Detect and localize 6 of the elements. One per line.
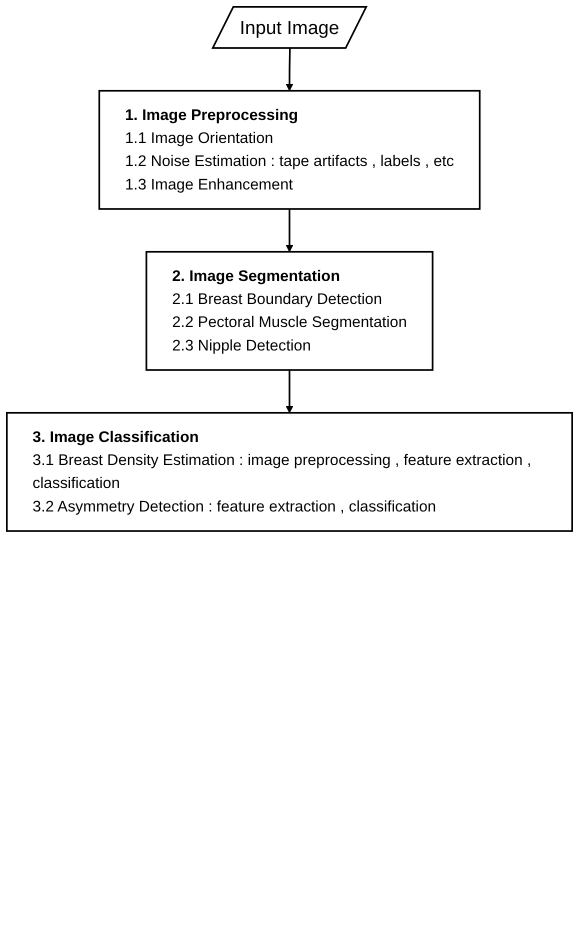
node-box: 3. Image Classification 3.1 Breast Density Estimation : image preprocessing , feature extraction , classification 3.2 Asymmetry Detection : feature extraction , classification: [6, 412, 573, 532]
node-box: 2. Image Segmentation 2.1 Breast Boundary Detection 2.2 Pectoral Muscle Segmentation 2.3 Nipple Detection: [146, 250, 434, 371]
node-box: 1. Image Preprocessing 1.1 Image Orientation 1.2 Noise Estimation : tape artifacts , labels , etc 1.3 Image Enhancement: [98, 90, 481, 210]
arrow: [286, 48, 294, 92]
arrow: [286, 208, 294, 252]
arrow: [286, 370, 294, 414]
